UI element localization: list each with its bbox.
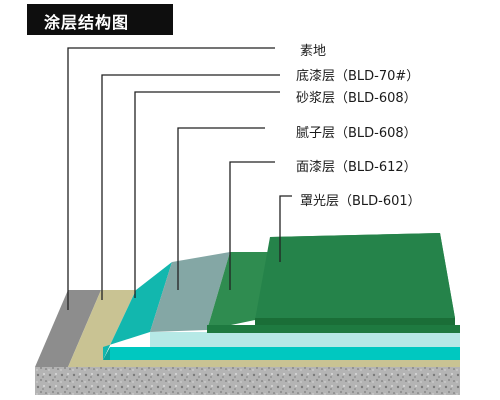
label-topcoat: 面漆层（BLD-612） <box>296 160 417 175</box>
label-primer: 底漆层（BLD-70#） <box>296 69 420 84</box>
label-clearcoat: 罩光层（BLD-601） <box>300 194 421 209</box>
layer-clearcoat-top <box>255 233 455 320</box>
layer-substrate-top <box>35 290 101 367</box>
diagram-title: 涂层结构图 <box>44 13 130 32</box>
layer-topcoat-front <box>207 325 460 333</box>
layer-primer-top <box>68 290 460 367</box>
leader-line-topcoat <box>229 161 275 290</box>
label-putty: 腻子层（BLD-608） <box>296 126 417 141</box>
title-bar <box>27 4 173 35</box>
leader-line-putty <box>177 127 265 290</box>
layer-mortar-bevel <box>103 347 110 360</box>
layer-putty-top <box>150 252 230 332</box>
label-substrate: 素地 <box>300 44 327 59</box>
label-mortar: 砂浆层（BLD-608） <box>296 91 417 106</box>
leader-line-primer <box>101 74 280 300</box>
layer-mortar-front <box>110 347 460 360</box>
leader-line-substrate <box>67 47 275 310</box>
leader-line-mortar <box>134 91 280 298</box>
layer-mortar-top <box>103 262 172 360</box>
leader-lines <box>67 47 292 310</box>
concrete-base <box>35 367 460 395</box>
layer-putty-front <box>150 332 460 347</box>
leader-line-clearcoat <box>279 195 292 262</box>
